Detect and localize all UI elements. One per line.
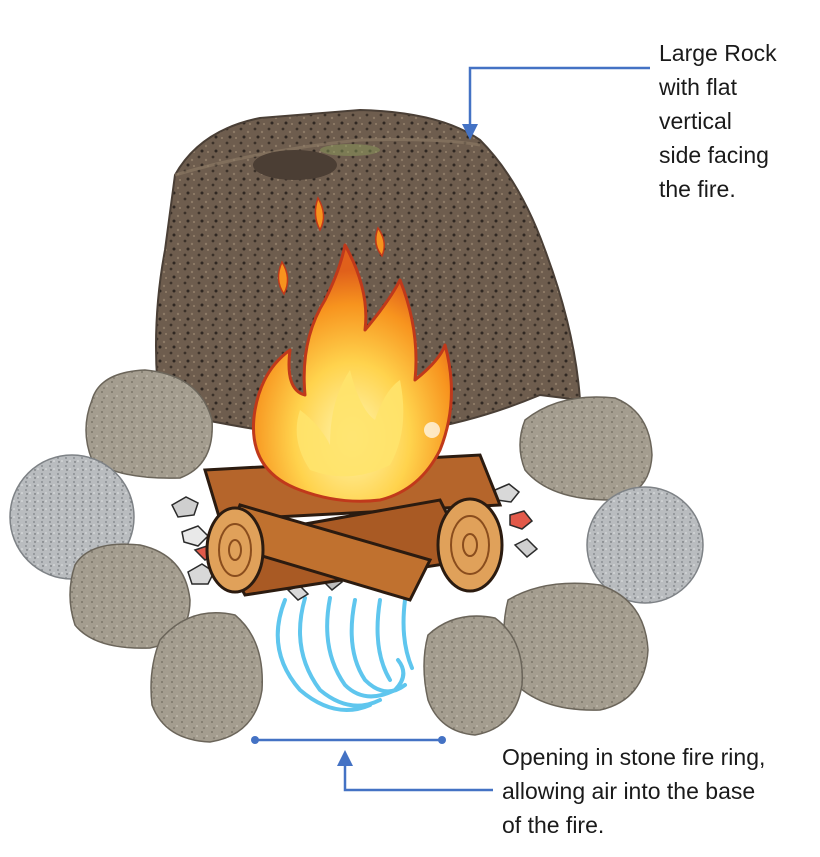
stone-icon	[586, 486, 704, 604]
stone-icon	[423, 615, 524, 736]
stone-icon	[503, 582, 649, 711]
opening-label-line: Opening in stone fire ring,	[502, 744, 766, 770]
stone-ring	[9, 369, 704, 743]
opening-label: Opening in stone fire ring, allowing air…	[502, 740, 765, 842]
large-rock-label-line: vertical	[659, 108, 732, 134]
stone-icon	[150, 612, 264, 743]
large-rock-label-line: the fire.	[659, 176, 736, 202]
opening-label-line: allowing air into the base	[502, 778, 756, 804]
log-end	[205, 506, 265, 594]
large-rock-label-line: side facing	[659, 142, 769, 168]
flames	[252, 196, 453, 503]
stone-icon	[519, 396, 653, 501]
arrow-down-icon	[462, 66, 650, 140]
large-rock-label-line: Large Rock	[659, 40, 777, 66]
opening-indicator	[251, 736, 446, 744]
air-swirl-icon	[275, 596, 414, 712]
large-rock	[155, 108, 582, 431]
arrow-up-icon	[337, 750, 493, 792]
large-rock-label: Large Rock with flat vertical side facin…	[659, 36, 777, 206]
log-end	[436, 497, 504, 593]
opening-label-line: of the fire.	[502, 812, 605, 838]
campfire-icon	[171, 196, 539, 602]
large-rock-label-line: with flat	[659, 74, 737, 100]
